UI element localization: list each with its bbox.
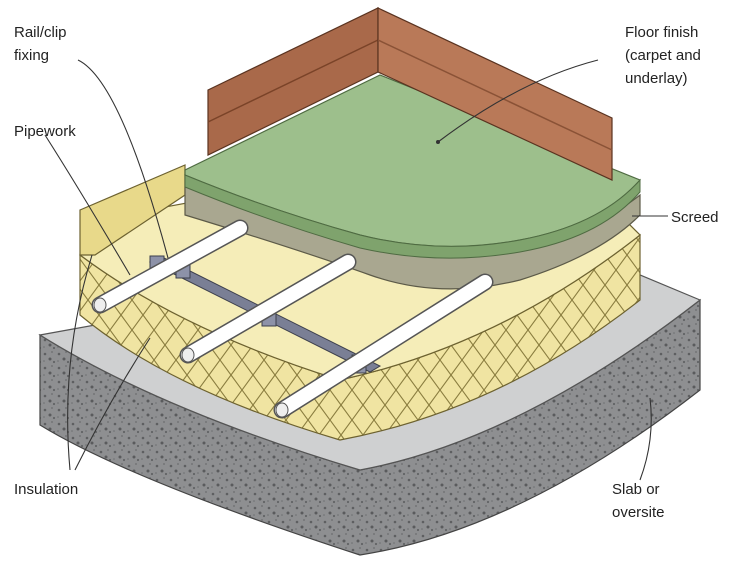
leader-floor-finish [437, 59, 599, 143]
leader-rail-clip [77, 59, 169, 259]
skirting-left-groove [207, 39, 379, 123]
insulation-end-wall [79, 164, 186, 256]
label-insulation: Insulation [14, 481, 78, 498]
leader-pipework [44, 134, 131, 276]
carpet-edge [184, 174, 641, 259]
label-slab: Slab or oversite [612, 481, 665, 521]
floor-finish [184, 74, 642, 259]
skirting-right [377, 7, 613, 181]
leader-insulation-2 [74, 337, 151, 471]
label-floor-finish: Floor finish (carpet and underlay) [625, 24, 705, 87]
label-pipework: Pipework [14, 123, 76, 140]
labels: Rail/clip fixing Pipework Floor finish (… [14, 24, 719, 521]
skirting-board [207, 7, 613, 181]
label-screed: Screed [671, 209, 719, 226]
leader-slab [639, 397, 652, 481]
label-rail-clip: Rail/clip fixing [14, 24, 71, 64]
pipework [91, 219, 494, 419]
skirting-right-groove [377, 39, 613, 151]
leader-insulation-1 [67, 254, 93, 471]
leader-lines [44, 59, 668, 481]
